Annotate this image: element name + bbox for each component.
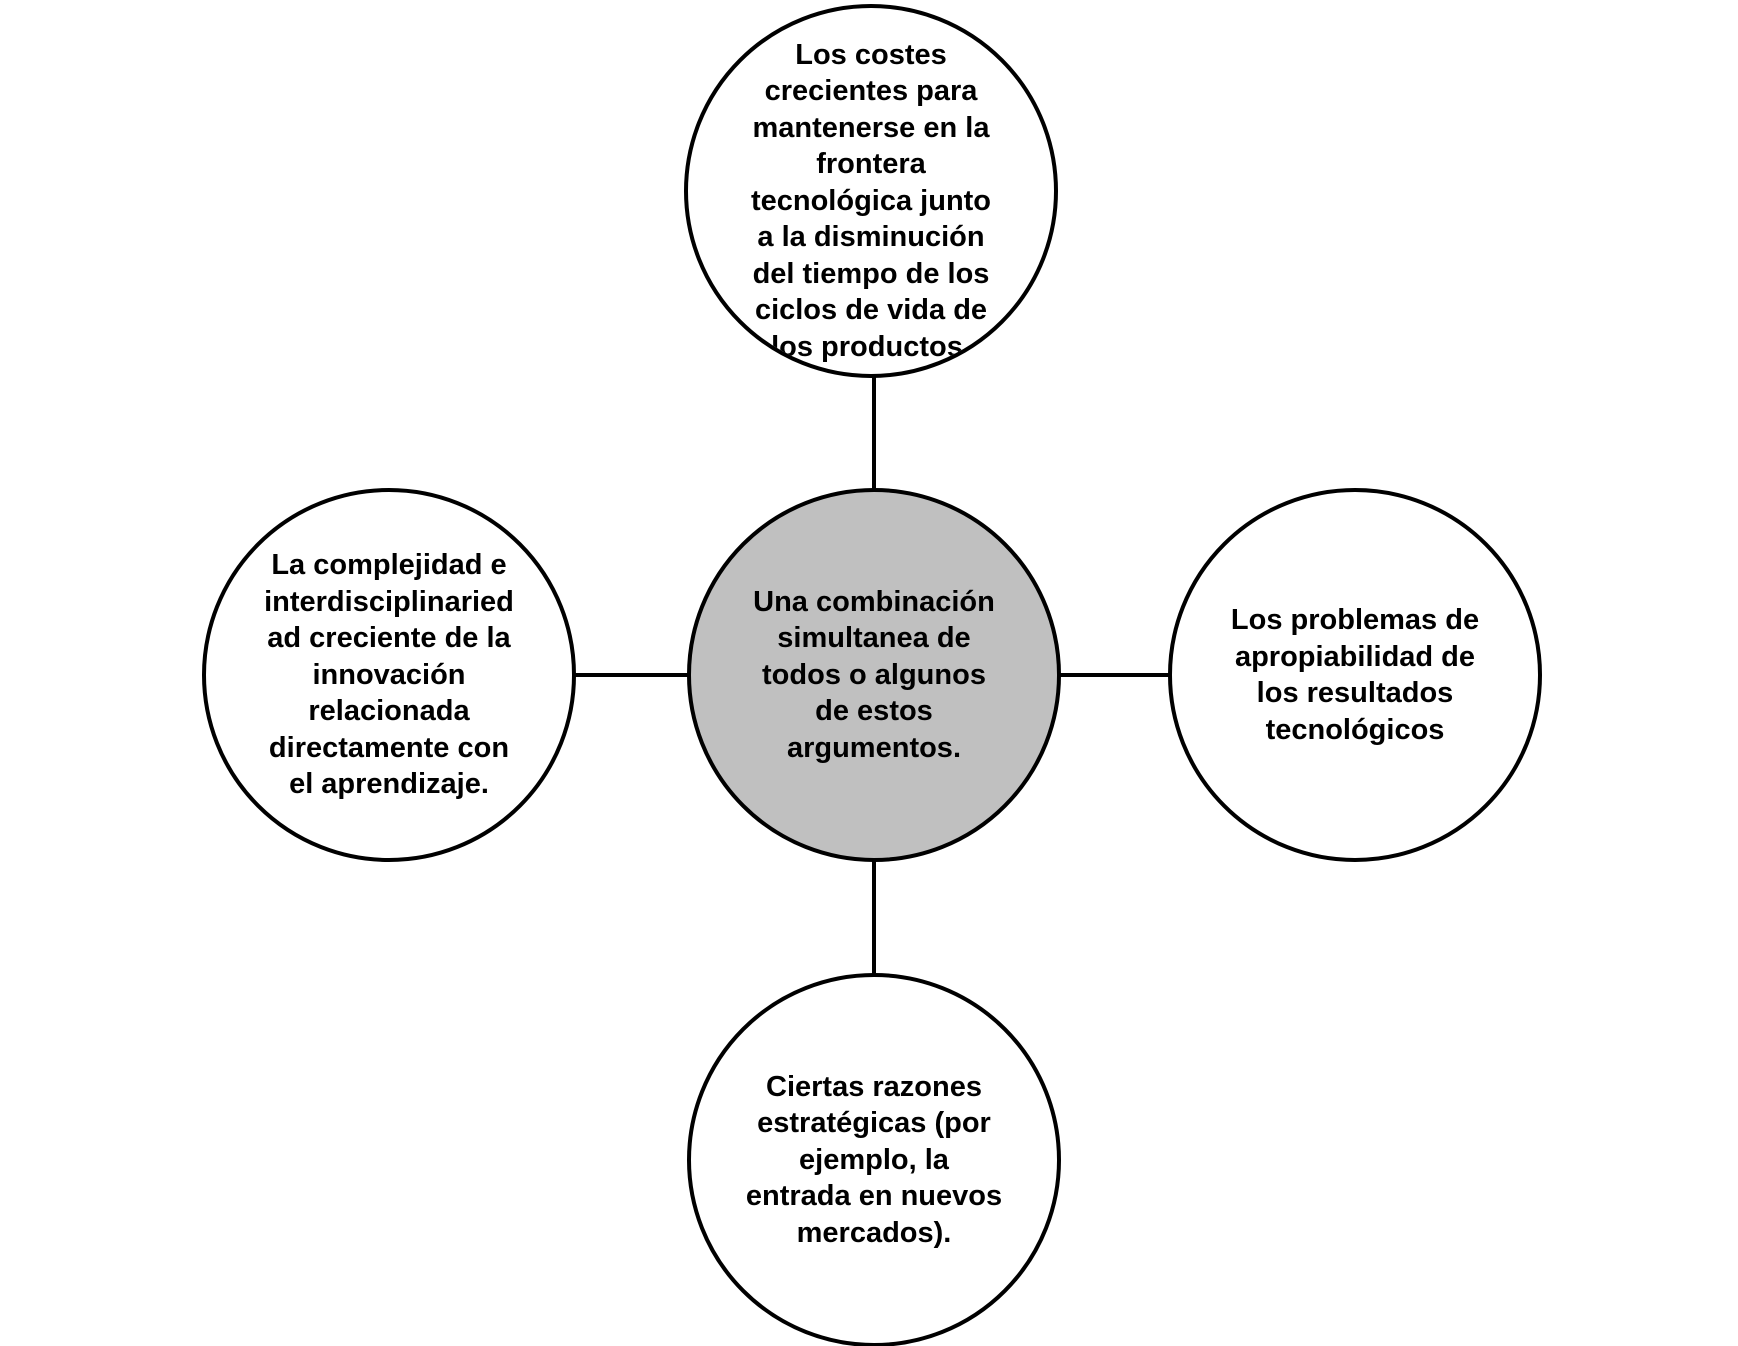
node-center-text: Una combinación simultanea de todos o al… — [753, 585, 995, 764]
node-left-text: La complejidad e interdisciplinaried ad … — [264, 549, 514, 801]
node-left: La complejidad e interdisciplinaried ad … — [202, 488, 576, 862]
node-top: Los costes crecientes para mantenerse en… — [684, 4, 1058, 378]
node-center: Una combinación simultanea de todos o al… — [687, 488, 1061, 862]
node-right-text: Los problemas de apropiabilidad de los r… — [1230, 604, 1480, 746]
connector-top — [872, 377, 876, 489]
node-bottom: Ciertas razones estratégicas (por ejempl… — [687, 973, 1061, 1346]
connector-bottom — [872, 861, 876, 974]
node-bottom-text: Ciertas razones estratégicas (por ejempl… — [745, 1070, 1003, 1249]
node-right: Los problemas de apropiabilidad de los r… — [1168, 488, 1542, 862]
connector-left — [575, 673, 688, 677]
node-top-text: Los costes crecientes para mantenerse en… — [750, 38, 992, 363]
connector-right — [1060, 673, 1169, 677]
